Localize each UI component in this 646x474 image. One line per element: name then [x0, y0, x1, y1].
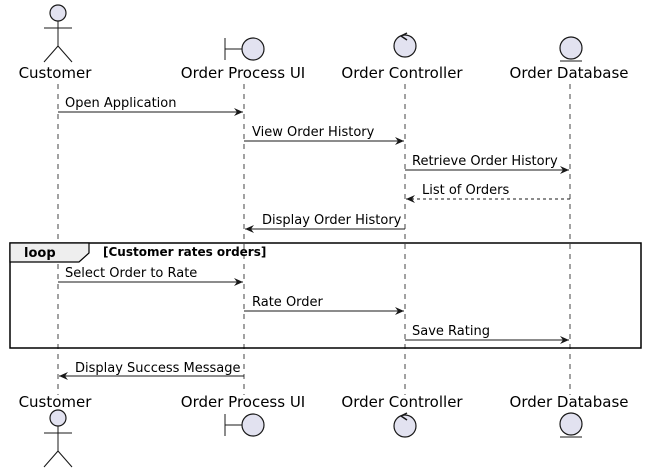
message-view-order-history: View Order History	[244, 125, 404, 145]
boundary-icon	[224, 413, 265, 437]
message-display-success-message: Display Success Message	[59, 361, 244, 380]
message-rate-order: Rate Order	[244, 295, 404, 315]
participant-label: Order Controller	[341, 64, 463, 82]
participant-order-controller-bottom: Order Controller	[341, 393, 463, 438]
participant-order-controller-top: Order Controller	[341, 32, 463, 82]
entity-icon	[559, 36, 583, 62]
participant-label: Customer	[19, 64, 93, 82]
actor-icon	[43, 4, 73, 63]
participant-label: Order Process UI	[181, 64, 305, 82]
message-label: Save Rating	[412, 324, 490, 339]
participant-label: Order Database	[510, 64, 629, 82]
actor-icon	[43, 409, 73, 468]
message-open-application: Open Application	[58, 96, 243, 116]
message-label: Rate Order	[252, 295, 324, 310]
message-label: Display Order History	[262, 213, 402, 228]
loop-fragment: loop [Customer rates orders]	[9, 242, 642, 349]
control-icon	[393, 412, 417, 438]
message-list-of-orders: List of Orders	[406, 183, 570, 203]
participant-label: Order Process UI	[181, 393, 305, 411]
participant-order-database-top: Order Database	[510, 36, 629, 82]
loop-condition: [Customer rates orders]	[103, 245, 266, 259]
message-save-rating: Save Rating	[405, 324, 569, 344]
message-label: Select Order to Rate	[65, 266, 197, 281]
entity-icon	[559, 412, 583, 438]
loop-keyword: loop	[24, 246, 56, 261]
participant-label: Order Controller	[341, 393, 463, 411]
message-label: Display Success Message	[75, 361, 241, 376]
message-display-order-history: Display Order History	[245, 213, 405, 233]
participant-customer-top: Customer	[19, 4, 93, 82]
participant-order-process-ui-top: Order Process UI	[181, 37, 305, 82]
message-label: View Order History	[252, 125, 375, 140]
message-label: List of Orders	[422, 183, 509, 198]
control-icon	[393, 32, 417, 58]
boundary-icon	[224, 37, 265, 61]
message-retrieve-order-history: Retrieve Order History	[405, 154, 569, 174]
message-select-order-to-rate: Select Order to Rate	[58, 266, 243, 286]
message-label: Retrieve Order History	[412, 154, 558, 169]
participant-order-database-bottom: Order Database	[510, 393, 629, 438]
participant-customer-bottom: Customer	[19, 393, 93, 468]
participant-label: Customer	[19, 393, 93, 411]
participant-order-process-ui-bottom: Order Process UI	[181, 393, 305, 437]
loop-tab	[9, 242, 90, 263]
participant-label: Order Database	[510, 393, 629, 411]
message-label: Open Application	[65, 96, 177, 111]
